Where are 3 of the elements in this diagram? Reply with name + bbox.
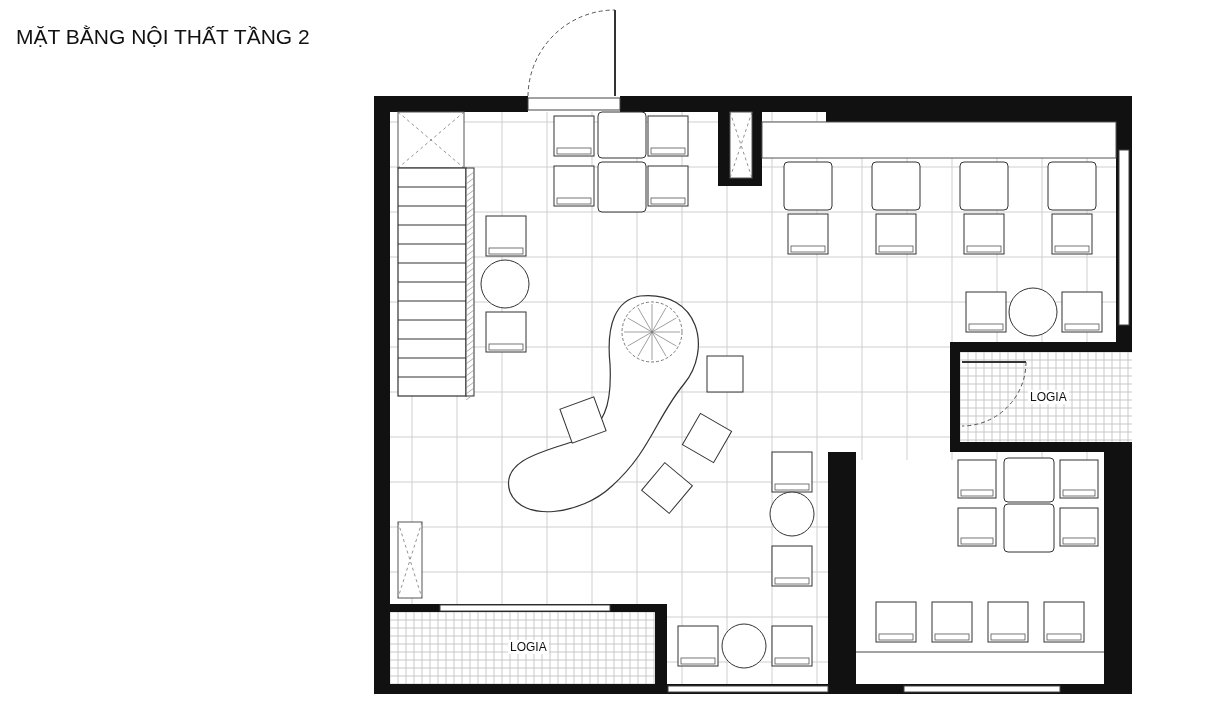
plan-title: MẶT BẰNG NỘI THẤT TẦNG 2 — [16, 26, 310, 47]
room-label: LOGIA — [508, 640, 549, 654]
room-label: LOGIA — [1028, 390, 1069, 404]
